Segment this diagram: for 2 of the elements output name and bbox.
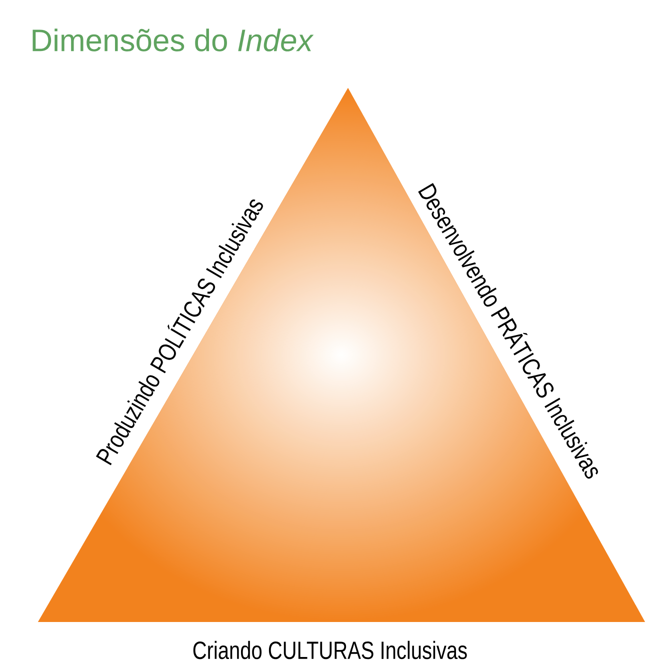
title: Dimensões do Index xyxy=(32,28,314,52)
side-label: Criando CULTURAS Inclusivas xyxy=(193,640,467,660)
